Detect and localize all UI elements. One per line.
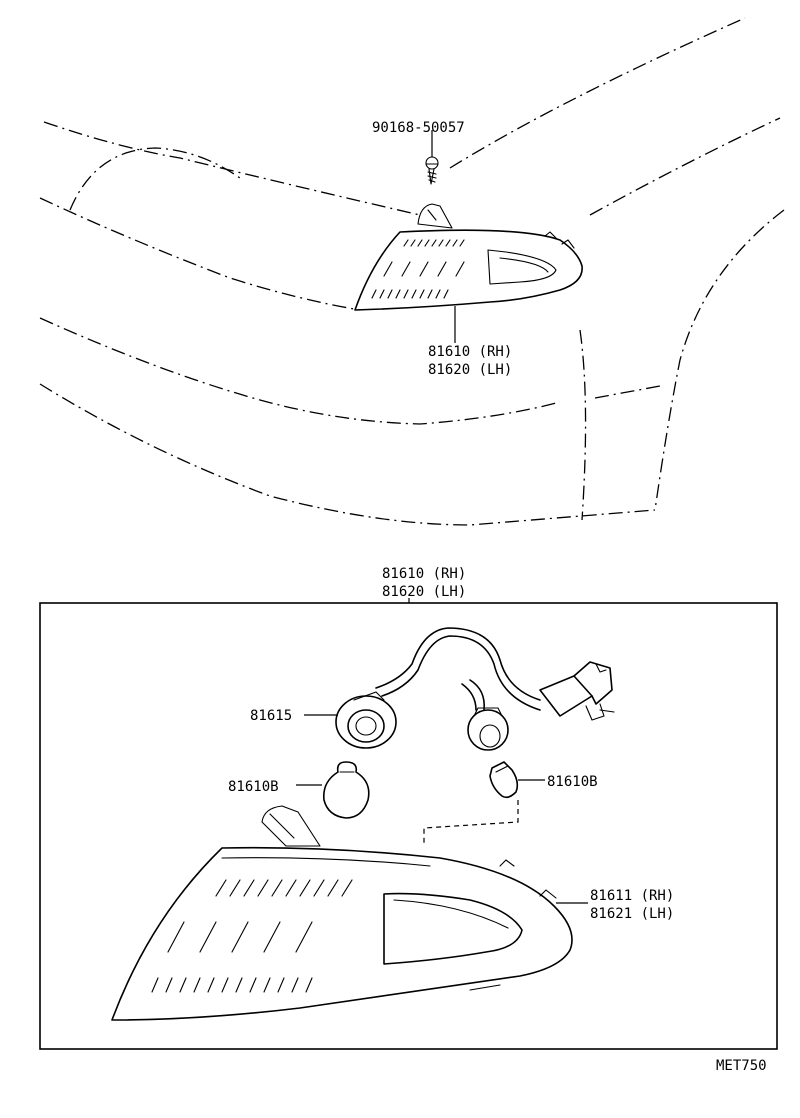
screw-icon [425,156,439,185]
installed-corner-lamp [354,203,583,311]
large-bulb-icon [322,761,370,819]
lens-part-lh-label: 81621 (LH) [590,906,674,922]
assembly-title-rh: 81610 (RH) [382,566,466,582]
wiring-harness [375,627,615,721]
assembly-box [39,602,778,1050]
figure-code: MET750 [716,1058,767,1074]
vehicle-body-outline [39,17,785,526]
install-path-line [423,800,519,846]
socket-81615-right [467,707,509,751]
lens-part-rh-label: 81611 (RH) [590,888,674,904]
small-bulb-part-label: 81610B [547,774,598,790]
assembly-title-lh: 81620 (LH) [382,584,466,600]
lamp-part-lh-label: 81620 (LH) [428,362,512,378]
socket-81615-left [335,691,397,749]
screw-part-label: 90168-50057 [372,120,465,136]
small-bulb-icon [489,761,519,799]
lens-housing [111,805,573,1021]
large-bulb-part-label: 81610B [228,779,279,795]
socket-part-label: 81615 [250,708,292,724]
lamp-part-rh-label: 81610 (RH) [428,344,512,360]
